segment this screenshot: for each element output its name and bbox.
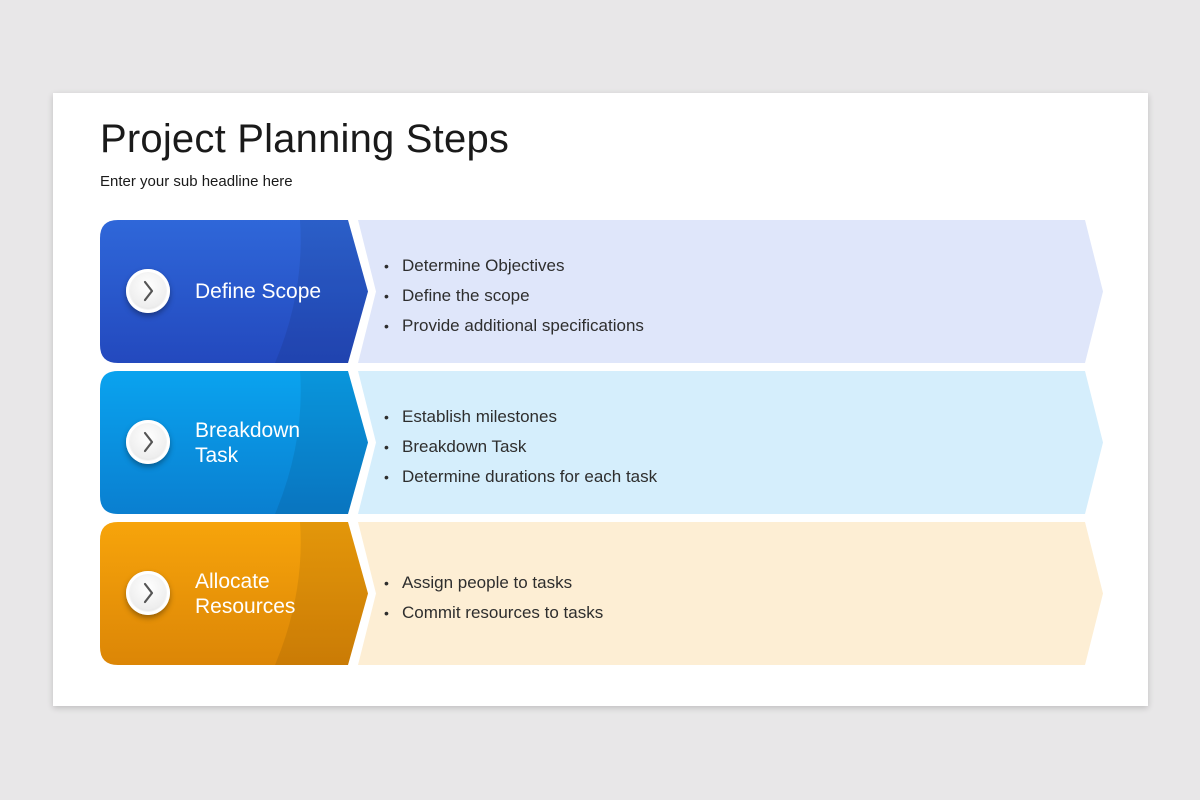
step-shapes (100, 220, 1103, 363)
slide-subtitle: Enter your sub headline here (100, 173, 293, 190)
bullet-item: • Determine Objectives (384, 255, 644, 285)
step-bullet-list: • Assign people to tasks • Commit resource… (384, 572, 604, 632)
step-icon-button[interactable] (126, 571, 170, 615)
step-label-shade (275, 371, 368, 514)
step-icon-button[interactable] (126, 420, 170, 464)
bullet-item: • Assign people to tasks (384, 572, 603, 602)
bullet-text: Define the scope (402, 286, 530, 305)
step-shapes (100, 522, 1103, 665)
bullet-text: Commit resources to tasks (402, 603, 604, 622)
step-label: Allocate Resources (195, 569, 296, 618)
bullet-text: Establish milestones (402, 407, 557, 426)
step-label-shade (275, 220, 368, 363)
bullet-dot: • (384, 288, 389, 304)
bullet-text: Breakdown Task (402, 437, 527, 456)
step-label-shade (275, 522, 368, 665)
bullet-item: • Determine durations for each task (384, 466, 658, 496)
step-shapes (100, 371, 1103, 514)
step-icon-button[interactable] (126, 269, 170, 313)
slide: Project Planning Steps Enter your sub he… (53, 93, 1148, 706)
bullet-dot: • (384, 605, 389, 621)
bullet-dot: • (384, 409, 389, 425)
chevron-right-icon (143, 280, 154, 302)
bullet-dot: • (384, 258, 389, 274)
bullet-text: Determine durations for each task (402, 467, 658, 486)
step-panel (358, 522, 1103, 665)
bullet-item: • Breakdown Task (384, 436, 657, 466)
bullet-dot: • (384, 439, 389, 455)
step-icon-face (130, 575, 166, 611)
step-allocate-resources: Allocate Resources • Assign people to tas… (100, 522, 1103, 665)
step-icon-face (130, 273, 166, 309)
step-breakdown-task: Breakdown Task • Establish milestones • Br… (100, 371, 1103, 514)
step-label-arrow (100, 220, 368, 363)
slide-title: Project Planning Steps (100, 117, 510, 161)
step-label: Breakdown Task (195, 418, 301, 467)
step-label: Define Scope (195, 280, 322, 303)
step-bullet-list: • Establish milestones • Breakdown Task • D… (384, 406, 658, 496)
step-label-arrow (100, 371, 368, 514)
bullet-item: • Commit resources to tasks (384, 602, 604, 632)
bullet-item: • Establish milestones (384, 406, 657, 436)
bullet-text: Provide additional specifications (402, 316, 644, 335)
step-icon-face (130, 424, 166, 460)
chevron-right-icon (143, 431, 154, 453)
chevron-right-icon (143, 582, 154, 604)
step-label-arrow (100, 522, 368, 665)
step-define-scope: Define Scope • Determine Objectives • Defi… (100, 220, 1103, 363)
bullet-item: • Provide additional specifications (384, 315, 644, 345)
bullet-text: Assign people to tasks (402, 573, 573, 592)
bullet-dot: • (384, 469, 389, 485)
step-panel (358, 220, 1103, 363)
bullet-dot: • (384, 575, 389, 591)
bullet-text: Determine Objectives (402, 256, 565, 275)
bullet-dot: • (384, 318, 389, 334)
step-panel (358, 371, 1103, 514)
bullet-item: • Define the scope (384, 285, 644, 315)
step-bullet-list: •Determine Objectives •Define the scope … (384, 255, 644, 345)
